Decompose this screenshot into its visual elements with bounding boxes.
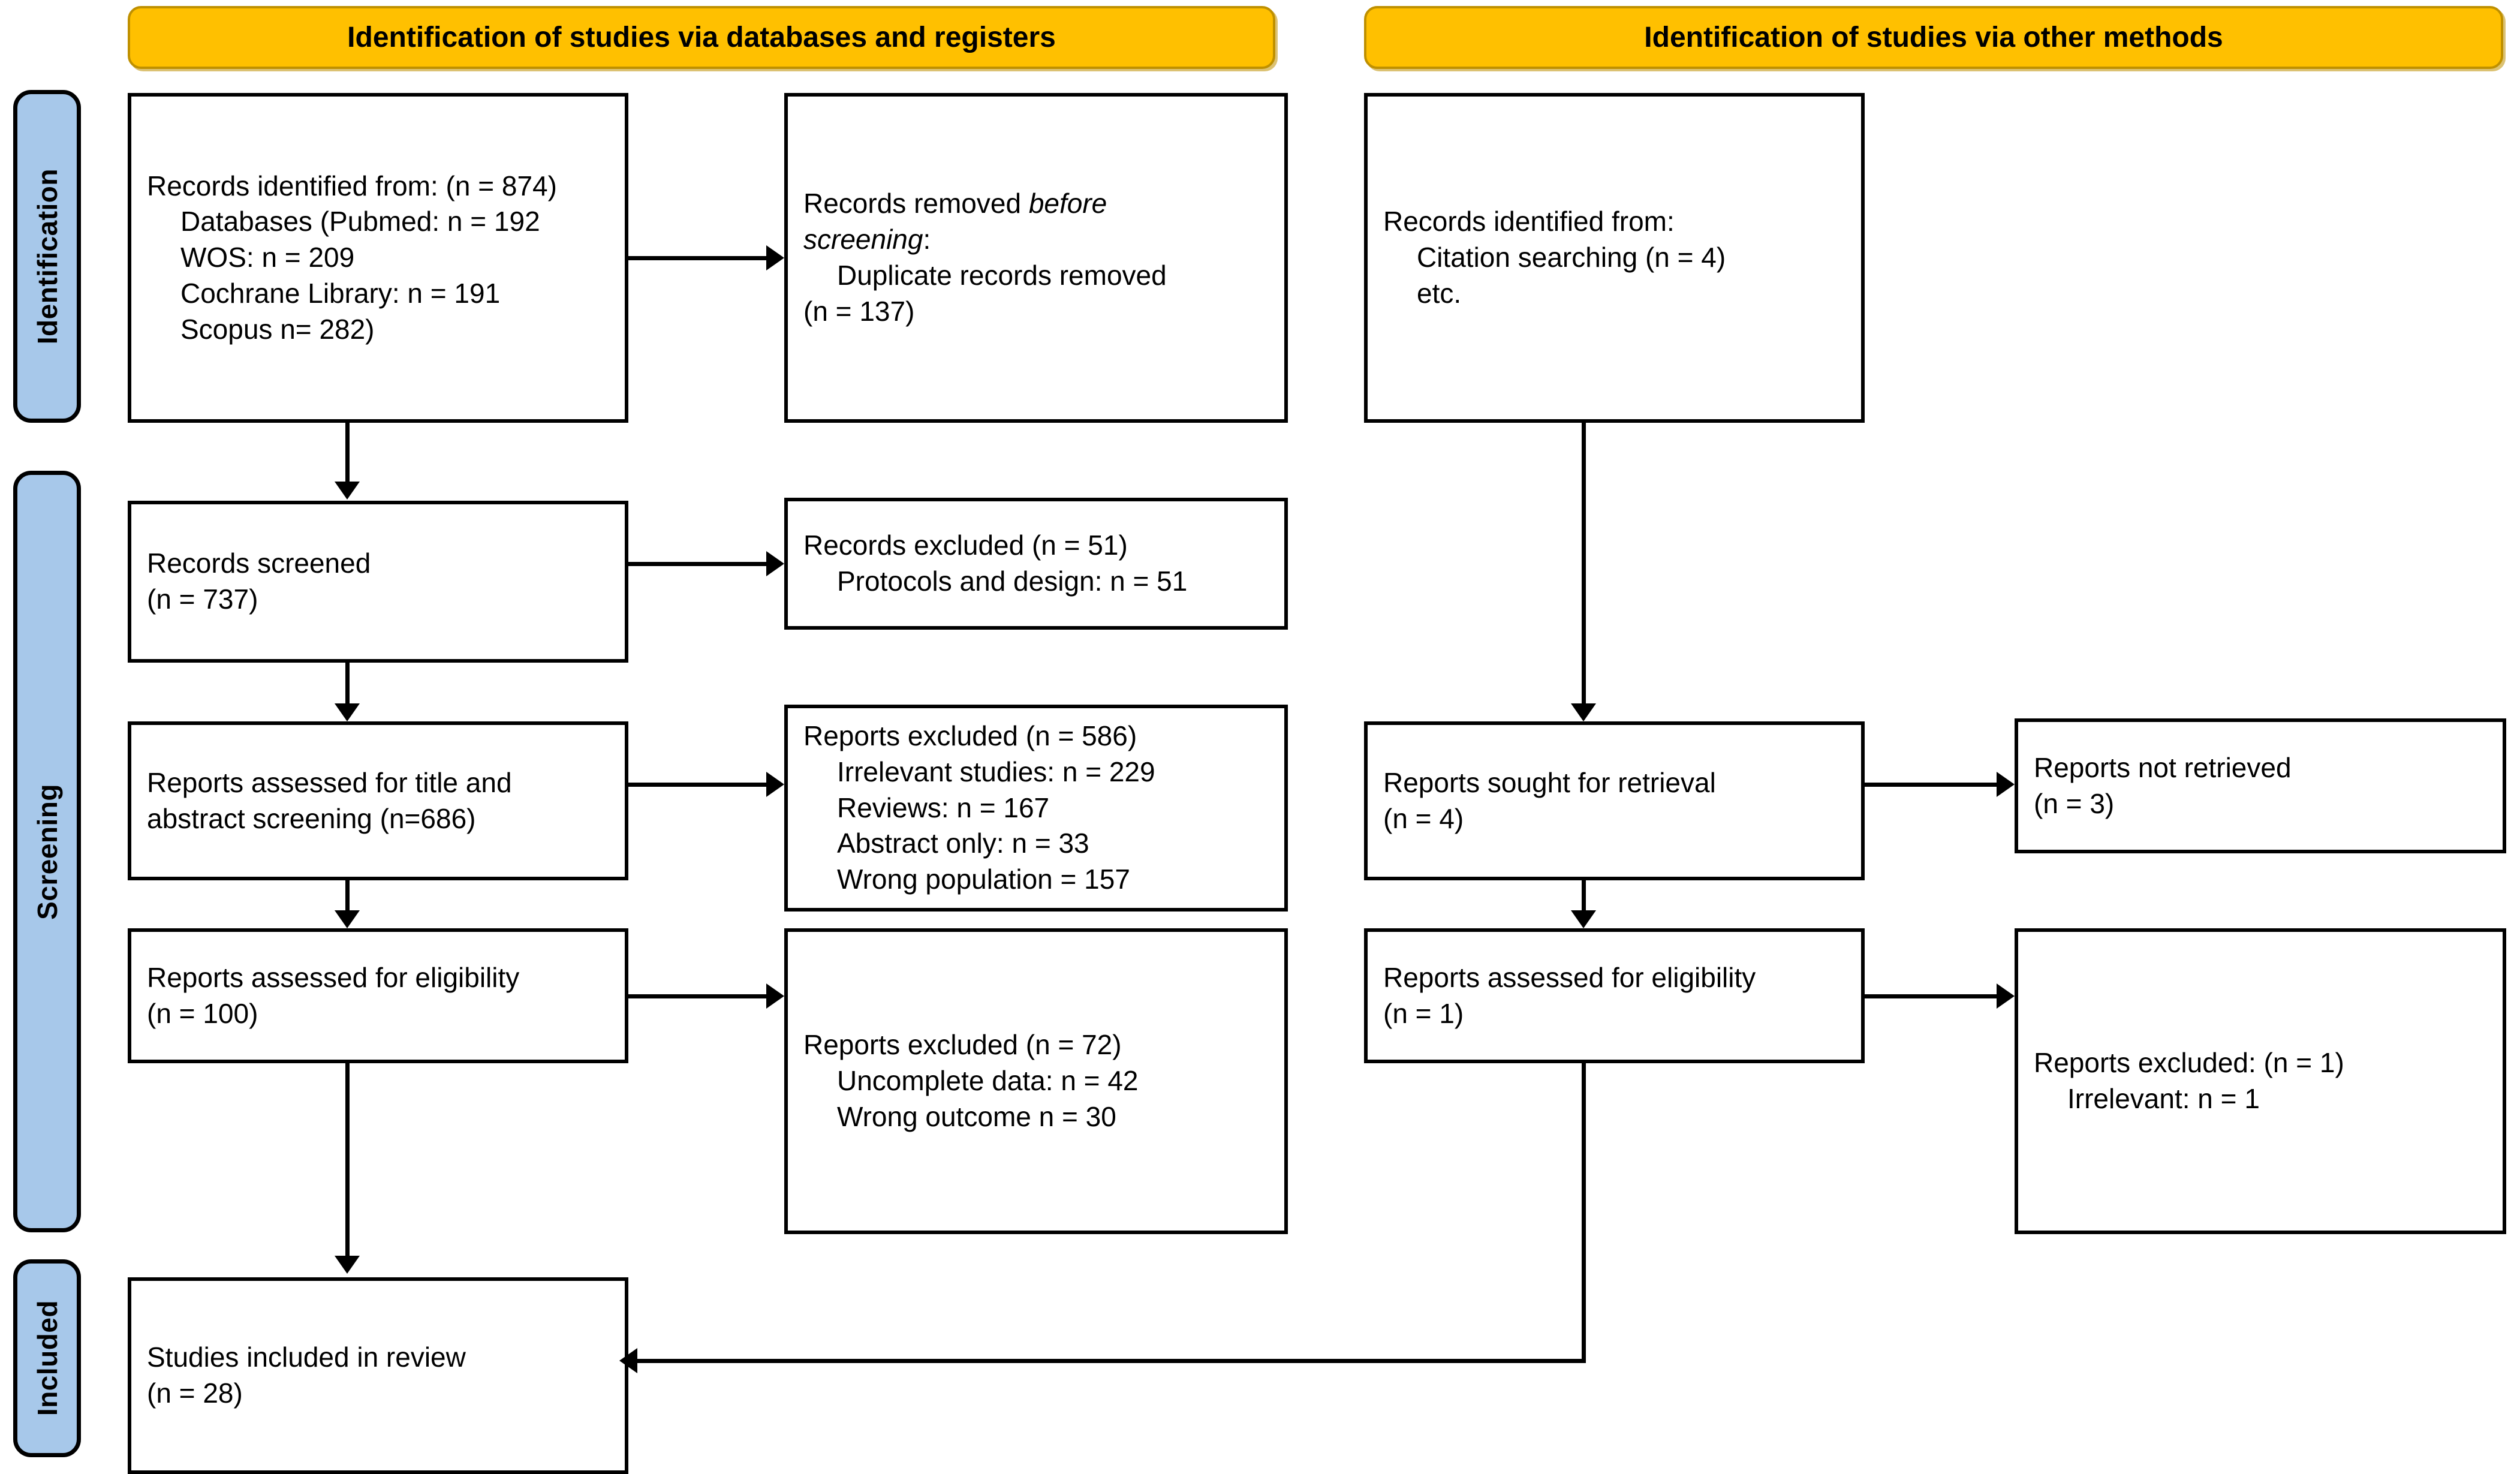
banner-databases-label: Identification of studies via databases … bbox=[347, 22, 1056, 53]
box-reports-assessed-eligibility-right: Reports assessed for eligibility (n = 1) bbox=[1364, 928, 1865, 1063]
box-line: Studies included in review bbox=[147, 1341, 466, 1373]
box-reports-assessed-eligibility-left: Reports assessed for eligibility (n = 10… bbox=[128, 928, 628, 1063]
box-line: (n = 28) bbox=[147, 1377, 243, 1409]
box-line: Citation searching (n = 4) bbox=[1417, 242, 1726, 273]
connector-identified-to-removed bbox=[628, 256, 767, 260]
box-line: abstract screening (n=686) bbox=[147, 802, 476, 834]
connector-right-branch-horizontal bbox=[637, 1359, 1586, 1363]
arrowhead-other-identified-to-sought bbox=[1571, 703, 1596, 721]
box-records-identified-other: Records identified from: Citation search… bbox=[1364, 93, 1865, 423]
arrowhead-eligibility-to-excluded-72 bbox=[766, 983, 784, 1009]
box-line: screening: bbox=[803, 224, 931, 255]
box-line: Cochrane Library: n = 191 bbox=[180, 277, 501, 309]
box-line: Reports assessed for eligibility bbox=[147, 961, 520, 993]
box-line: Records removed before bbox=[803, 188, 1107, 219]
phase-label-identification: Identification bbox=[31, 168, 63, 345]
box-line: (n = 100) bbox=[147, 997, 258, 1029]
arrowhead-title-abstract-to-eligibility bbox=[335, 910, 360, 928]
box-line: Reports assessed for eligibility bbox=[1383, 961, 1756, 993]
box-line: Uncomplete data: n = 42 bbox=[837, 1065, 1139, 1097]
box-records-removed-before-screening: Records removed before screening: Duplic… bbox=[784, 93, 1288, 423]
box-records-identified: Records identified from: (n = 874) Datab… bbox=[128, 93, 628, 423]
arrowhead-right-branch-to-included bbox=[619, 1348, 637, 1373]
connector-other-identified-to-sought bbox=[1582, 423, 1586, 706]
connector-eligibility-to-excluded-72 bbox=[628, 994, 767, 998]
connector-sought-to-eligibility-right bbox=[1582, 880, 1586, 912]
box-line: Reports excluded: (n = 1) bbox=[2034, 1047, 2344, 1079]
box-line: WOS: n = 209 bbox=[180, 242, 355, 273]
connector-title-abstract-to-eligibility bbox=[345, 880, 350, 912]
connector-eligibility-right-to-excluded bbox=[1865, 994, 1998, 998]
box-reports-excluded-other: Reports excluded: (n = 1) Irrelevant: n … bbox=[2015, 928, 2506, 1234]
phase-tab-included: Included bbox=[13, 1259, 81, 1457]
phase-label-included: Included bbox=[31, 1300, 63, 1416]
arrowhead-eligibility-right-to-excluded bbox=[1997, 983, 2015, 1009]
phase-label-screening: Screening bbox=[31, 783, 63, 920]
arrowhead-identified-to-removed bbox=[766, 245, 784, 270]
box-records-screened: Records screened (n = 737) bbox=[128, 501, 628, 663]
box-line: Duplicate records removed bbox=[837, 260, 1167, 291]
box-reports-excluded-72: Reports excluded (n = 72) Uncomplete dat… bbox=[784, 928, 1288, 1234]
connector-right-branch-vertical bbox=[1582, 1063, 1586, 1363]
box-line: Protocols and design: n = 51 bbox=[837, 565, 1188, 597]
box-line: Scopus n= 282) bbox=[180, 313, 375, 345]
box-line: Irrelevant: n = 1 bbox=[2067, 1083, 2260, 1114]
connector-eligibility-to-included bbox=[345, 1063, 350, 1258]
box-line: Irrelevant studies: n = 229 bbox=[837, 756, 1155, 787]
connector-title-abstract-to-excluded bbox=[628, 783, 767, 787]
box-reports-title-abstract-screening: Reports assessed for title and abstract … bbox=[128, 721, 628, 880]
arrowhead-screened-to-title-abstract bbox=[335, 703, 360, 721]
arrowhead-sought-to-not-retrieved bbox=[1997, 772, 2015, 797]
phase-tab-screening: Screening bbox=[13, 471, 81, 1232]
box-records-excluded: Records excluded (n = 51) Protocols and … bbox=[784, 498, 1288, 630]
box-line: Wrong outcome n = 30 bbox=[837, 1100, 1116, 1132]
arrowhead-identified-to-screened bbox=[335, 482, 360, 500]
box-line: Reports excluded (n = 586) bbox=[803, 720, 1137, 751]
box-reports-sought-for-retrieval: Reports sought for retrieval (n = 4) bbox=[1364, 721, 1865, 880]
box-line: Reviews: n = 167 bbox=[837, 792, 1050, 823]
box-line: (n = 1) bbox=[1383, 997, 1464, 1029]
box-reports-not-retrieved: Reports not retrieved (n = 3) bbox=[2015, 718, 2506, 853]
box-line: Reports assessed for title and bbox=[147, 766, 512, 798]
box-line: (n = 137) bbox=[803, 295, 915, 327]
box-line: Records screened bbox=[147, 548, 371, 579]
banner-other-label: Identification of studies via other meth… bbox=[1644, 22, 2223, 53]
box-line: Databases (Pubmed: n = 192 bbox=[180, 206, 540, 237]
box-line: Records identified from: (n = 874) bbox=[147, 170, 557, 201]
box-line: Abstract only: n = 33 bbox=[837, 828, 1089, 859]
box-studies-included: Studies included in review (n = 28) bbox=[128, 1277, 628, 1474]
box-line: Records excluded (n = 51) bbox=[803, 530, 1128, 561]
arrowhead-eligibility-to-included bbox=[335, 1256, 360, 1274]
box-line: (n = 3) bbox=[2034, 787, 2115, 819]
connector-identified-to-screened bbox=[345, 423, 350, 484]
connector-screened-to-title-abstract bbox=[345, 663, 350, 706]
box-line: Reports not retrieved bbox=[2034, 751, 2292, 783]
box-line: (n = 737) bbox=[147, 583, 258, 615]
arrowhead-screened-to-excluded bbox=[766, 551, 784, 576]
banner-databases-registers: Identification of studies via databases … bbox=[128, 6, 1275, 69]
box-reports-excluded-586: Reports excluded (n = 586) Irrelevant st… bbox=[784, 705, 1288, 912]
banner-other-methods: Identification of studies via other meth… bbox=[1364, 6, 2503, 69]
box-line: Records identified from: bbox=[1383, 206, 1675, 237]
arrowhead-sought-to-eligibility-right bbox=[1571, 910, 1596, 928]
box-line: etc. bbox=[1417, 277, 1462, 309]
arrowhead-title-abstract-to-excluded bbox=[766, 772, 784, 797]
connector-sought-to-not-retrieved bbox=[1865, 783, 1998, 787]
box-line: Wrong population = 157 bbox=[837, 864, 1130, 895]
box-line: Reports sought for retrieval bbox=[1383, 766, 1716, 798]
connector-screened-to-excluded bbox=[628, 562, 767, 566]
box-line: Reports excluded (n = 72) bbox=[803, 1029, 1122, 1061]
phase-tab-identification: Identification bbox=[13, 90, 81, 423]
box-line: (n = 4) bbox=[1383, 802, 1464, 834]
